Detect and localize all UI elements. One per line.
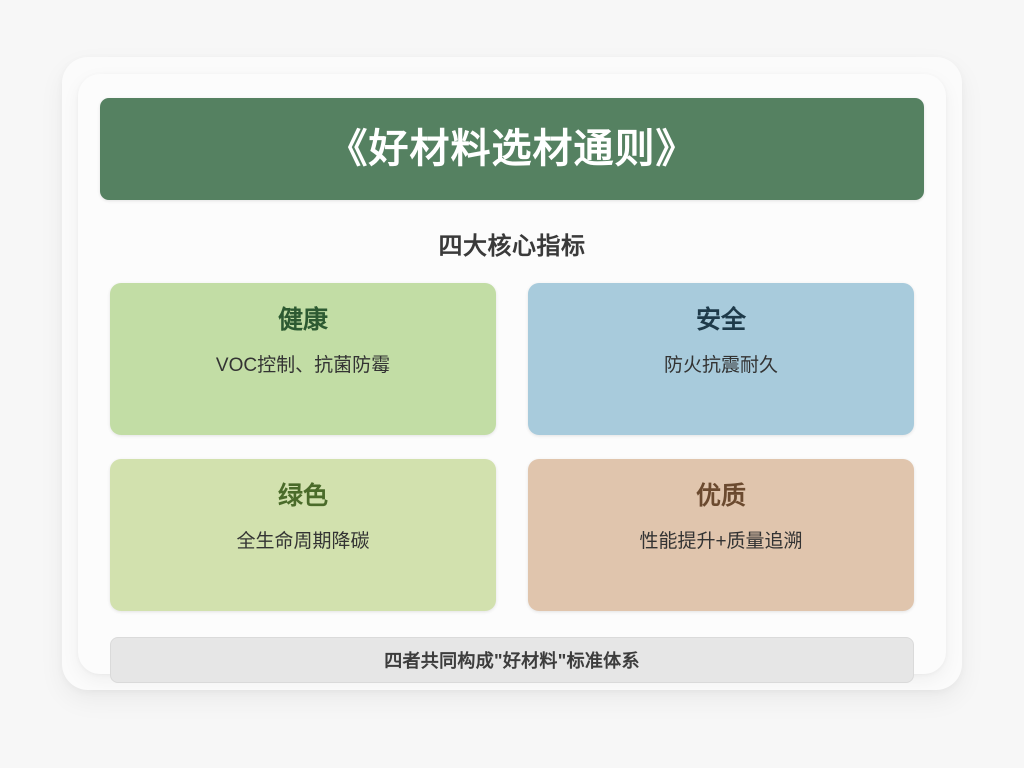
metric-title-health: 健康 (277, 306, 328, 334)
title-banner: 《好材料选材通则》 (100, 98, 924, 200)
metric-description-green: 全生命周期降碳 (236, 530, 370, 552)
metric-title-safety: 安全 (695, 306, 746, 334)
metric-card-safety[interactable]: 安全 防火抗震耐久 (528, 283, 914, 435)
metric-card-green[interactable]: 绿色 全生命周期降碳 (110, 459, 496, 611)
metric-description-safety: 防火抗震耐久 (663, 354, 778, 376)
section-subtitle: 四大核心指标 (438, 233, 586, 260)
metric-title-quality: 优质 (695, 482, 746, 510)
metric-card-quality[interactable]: 优质 性能提升+质量追溯 (528, 459, 914, 611)
metrics-grid: 健康 VOC控制、抗菌防霉 安全 防火抗震耐久 绿色 全生命周期降碳 优质 性能… (100, 283, 924, 611)
metric-description-health: VOC控制、抗菌防霉 (215, 354, 391, 376)
metric-description-quality: 性能提升+质量追溯 (639, 530, 803, 552)
metric-title-green: 绿色 (277, 482, 328, 510)
content-card: 《好材料选材通则》 四大核心指标 健康 VOC控制、抗菌防霉 安全 防火抗震耐久… (78, 74, 946, 683)
summary-bar: 四者共同构成"好材料"标准体系 (110, 637, 914, 683)
metric-card-health[interactable]: 健康 VOC控制、抗菌防霉 (110, 283, 496, 435)
page-title: 《好材料选材通则》 (327, 127, 697, 171)
summary-text: 四者共同构成"好材料"标准体系 (384, 651, 640, 671)
